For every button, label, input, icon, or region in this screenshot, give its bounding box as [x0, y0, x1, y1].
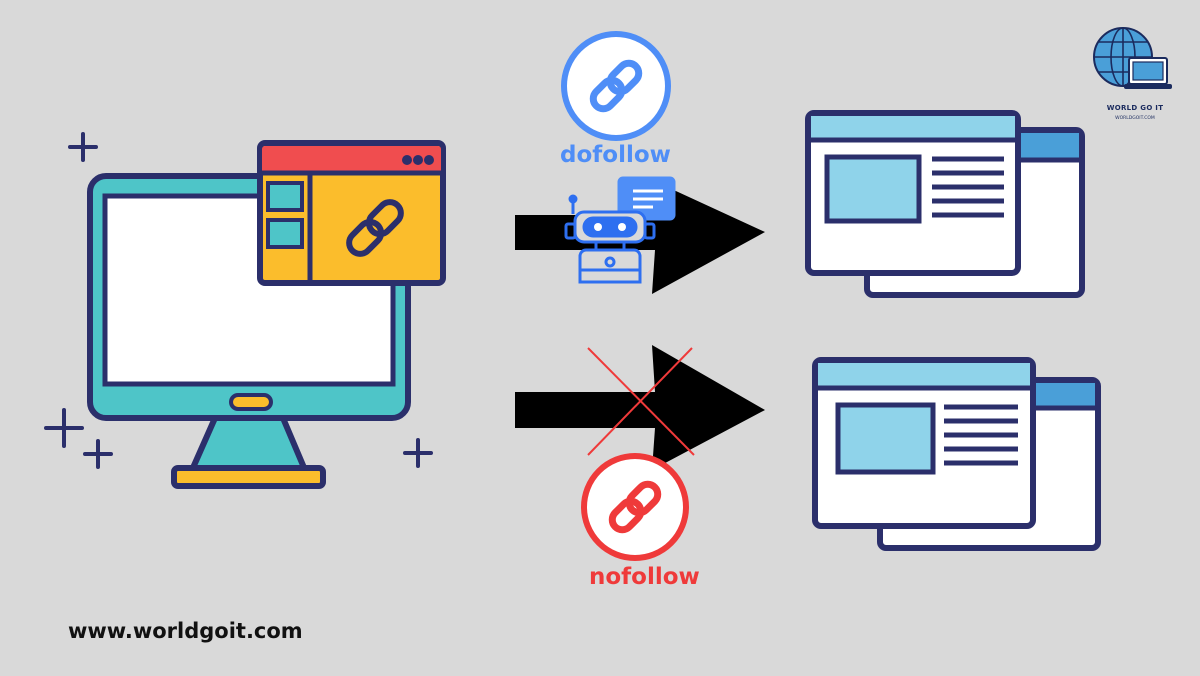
sparkle-icons: [44, 132, 433, 469]
nofollow-arrow: [515, 345, 765, 470]
robot-chat-icon: [564, 176, 676, 284]
brand-name: WORLD GO IT: [1106, 104, 1164, 112]
website-url: www.worldgoit.com: [68, 619, 303, 643]
globe-laptop-icon: [1093, 27, 1172, 89]
cross-mark-icon: [587, 347, 695, 456]
dofollow-label: dofollow: [560, 142, 671, 168]
web-page-icon-top: [805, 110, 1085, 298]
nofollow-badge: [581, 453, 689, 561]
browser-window-link-icon: [257, 140, 446, 286]
web-page-icon-bottom: [812, 357, 1101, 551]
dofollow-badge: [561, 31, 671, 141]
nofollow-label: nofollow: [589, 564, 700, 590]
brand-domain: WORLDGOIT.COM: [1115, 116, 1155, 121]
chain-link-icon: [608, 480, 662, 534]
chain-link-icon: [589, 59, 643, 113]
